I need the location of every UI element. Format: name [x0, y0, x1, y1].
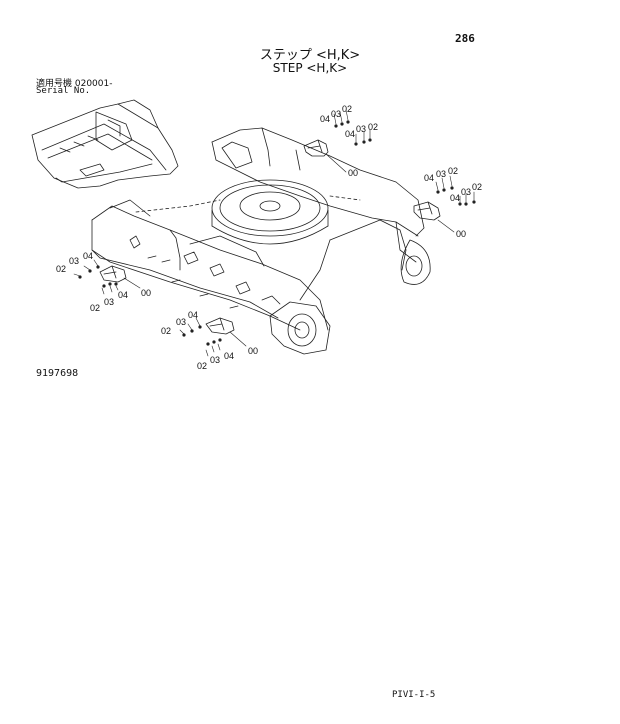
callout-b-03b: 03 — [461, 187, 471, 197]
callout-a-03: 03 — [331, 109, 341, 119]
callout-b-04b: 04 — [450, 193, 460, 203]
page-title-japanese: ステップ <H,K> — [259, 48, 361, 63]
step-part-right — [413, 201, 441, 221]
callout-b-02b: 02 — [472, 182, 482, 192]
step-part-lower — [205, 317, 235, 335]
figure-number: 9197698 — [36, 368, 79, 379]
page-number: 286 — [455, 32, 475, 45]
track-frame-left — [31, 99, 179, 189]
callout-d-02b: 02 — [197, 361, 207, 371]
callout-a-00: 00 — [348, 168, 358, 178]
page-title-english: STEP <H,K> — [272, 61, 348, 75]
serial-label-japanese: 適用号機 020001- — [36, 79, 113, 89]
callout-a-04b: 04 — [345, 129, 355, 139]
undercarriage-frame — [91, 127, 431, 355]
callout-a-04: 04 — [320, 114, 330, 124]
callout-d-00: 00 — [248, 346, 258, 356]
callout-c-04b: 04 — [118, 290, 128, 300]
callout-c-03b: 03 — [104, 297, 114, 307]
callout-d-03: 03 — [176, 317, 186, 327]
step-part-left — [99, 265, 127, 283]
callout-c-00: 00 — [141, 288, 151, 298]
callout-a-02: 02 — [342, 104, 352, 114]
callout-b-02: 02 — [448, 166, 458, 176]
callout-c-02b: 02 — [90, 303, 100, 313]
callout-d-04b: 04 — [224, 351, 234, 361]
leader-lines — [73, 109, 476, 357]
callout-c-02: 02 — [56, 264, 66, 274]
callout-a-03b: 03 — [356, 124, 366, 134]
footer-code: PIVI-I-5 — [392, 690, 436, 700]
callout-b-04: 04 — [424, 173, 434, 183]
callout-b-03: 03 — [436, 169, 446, 179]
callout-labels: 04 03 02 04 03 02 00 04 03 02 04 03 02 0… — [56, 104, 482, 371]
callout-d-02: 02 — [161, 326, 171, 336]
callout-a-02b: 02 — [368, 122, 378, 132]
callout-c-03: 03 — [69, 256, 79, 266]
callout-b-00: 00 — [456, 229, 466, 239]
callout-c-04: 04 — [83, 251, 93, 261]
serial-label-english: Serial No. — [36, 86, 91, 96]
callout-d-04: 04 — [188, 310, 198, 320]
callout-d-03b: 03 — [210, 355, 220, 365]
